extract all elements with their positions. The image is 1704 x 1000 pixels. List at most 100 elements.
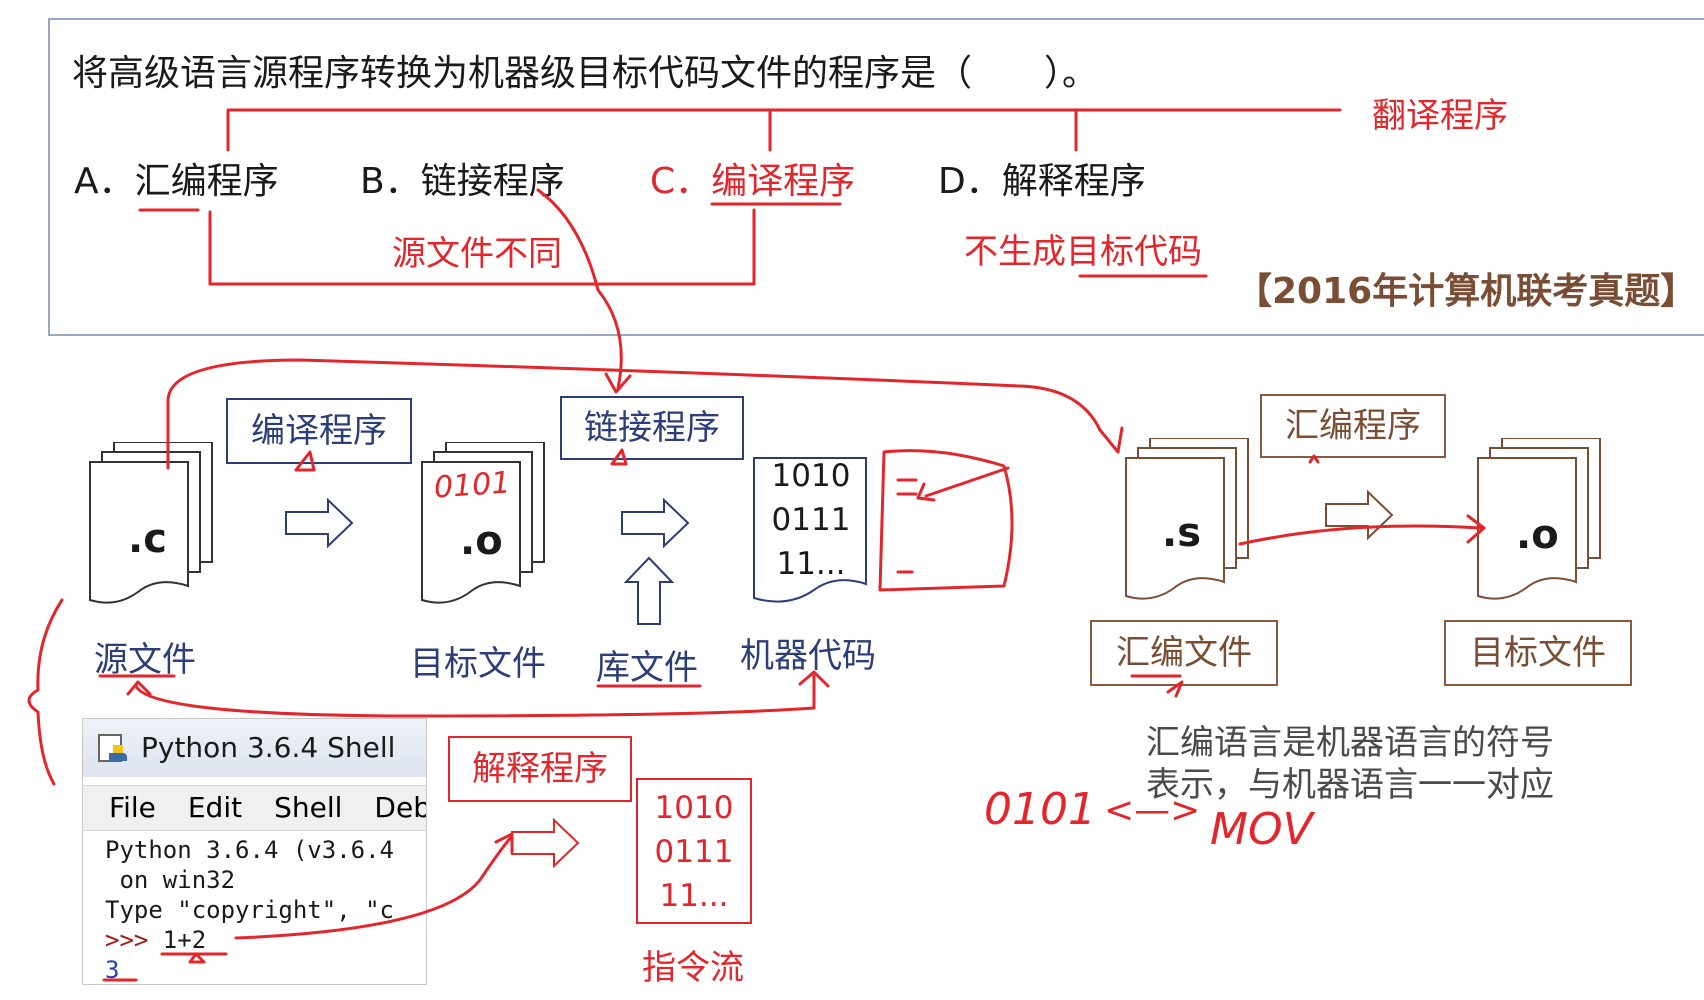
library-file-label: 库文件 bbox=[596, 648, 698, 688]
handwritten-equiv-arrow: <—> bbox=[1104, 790, 1201, 831]
machine-code-pointer-head bbox=[916, 482, 936, 502]
machine-code-line-2: 0111 bbox=[771, 502, 851, 538]
python-idle-icon bbox=[98, 734, 127, 762]
loop-source-head bbox=[126, 680, 152, 696]
linker-box: 链接程序 bbox=[560, 396, 744, 460]
assembly-note-line-2: 表示，与机器语言一一对应 bbox=[1146, 765, 1554, 805]
arrow-b-to-linker bbox=[536, 188, 623, 390]
option-a-label: 汇编程序 bbox=[134, 161, 279, 202]
bracket-a-c bbox=[208, 208, 756, 286]
translator-bracket bbox=[226, 108, 1342, 152]
compile-arrow-icon bbox=[285, 498, 354, 548]
compiler-box: 编译程序 bbox=[226, 398, 412, 464]
option-d: D．解释程序 bbox=[938, 152, 1146, 204]
instruction-stream-label: 指令流 bbox=[642, 948, 744, 988]
asm-file-icon bbox=[1125, 438, 1249, 600]
machine-code-line-3: 11... bbox=[776, 546, 846, 582]
shell-prompt-line: >>> 1+2 bbox=[105, 925, 426, 955]
arrow-shell-head bbox=[494, 832, 514, 854]
option-b-label: 链接程序 bbox=[420, 161, 565, 202]
source-file-label: 源文件 bbox=[94, 640, 196, 680]
mark-assembler bbox=[1308, 454, 1320, 464]
shell-menubar: File Edit Shell Debu bbox=[83, 785, 426, 831]
python-shell-window: Python 3.6.4 Shell File Edit Shell Debu Pyt… bbox=[82, 718, 427, 985]
arrow-asm-head bbox=[1466, 514, 1486, 544]
left-brace bbox=[27, 598, 64, 786]
no-target-code-annotation: 不生成目标代码 bbox=[964, 232, 1202, 272]
menu-file[interactable]: File bbox=[109, 791, 156, 824]
option-d-label: 解释程序 bbox=[1001, 161, 1146, 202]
menu-shell[interactable]: Shell bbox=[274, 791, 343, 824]
linker-label: 链接程序 bbox=[584, 408, 720, 448]
mark-linker bbox=[610, 448, 628, 466]
mark-input bbox=[188, 952, 206, 964]
option-c: C．编译程序 bbox=[650, 152, 855, 204]
asm-file-label: 汇编文件 bbox=[1116, 633, 1252, 673]
arrow-asm-to-object bbox=[1238, 524, 1482, 546]
source-file-ext: .c bbox=[128, 516, 167, 562]
asm-object-file-icon bbox=[1477, 438, 1601, 600]
asm-object-file-ext: .o bbox=[1516, 512, 1559, 558]
machine-code-label: 机器代码 bbox=[740, 636, 876, 676]
option-d-letter: D． bbox=[938, 161, 1002, 202]
object-file-icon bbox=[421, 442, 545, 604]
interpret-binary-line-1: 1010 bbox=[654, 790, 734, 826]
option-a-letter: A． bbox=[74, 161, 135, 202]
shell-input: 1+2 bbox=[162, 926, 207, 954]
arrow-shell-to-interpreter bbox=[234, 834, 514, 940]
machine-code-doc-icon bbox=[753, 457, 867, 603]
asm-file-box: 汇编文件 bbox=[1090, 620, 1278, 686]
handwritten-0101: 0101 bbox=[984, 784, 1096, 835]
arc-source-head bbox=[1098, 426, 1124, 454]
interpret-binary-line-3: 11... bbox=[659, 878, 729, 914]
question-text: 将高级语言源程序转换为机器级目标代码文件的程序是（ ）。 bbox=[72, 53, 1099, 94]
interpreter-box: 解释程序 bbox=[448, 736, 632, 802]
interpret-arrow-icon bbox=[511, 818, 580, 868]
interpreter-label: 解释程序 bbox=[472, 749, 608, 789]
handwritten-mov: MOV bbox=[1210, 804, 1313, 855]
machine-code-bracket bbox=[878, 449, 1014, 592]
object-file-ext: .o bbox=[460, 518, 503, 564]
mark-asm bbox=[1166, 680, 1184, 698]
source-file-icon bbox=[89, 442, 213, 604]
machine-code-line-1: 1010 bbox=[771, 458, 851, 494]
menu-debug[interactable]: Debu bbox=[374, 791, 426, 824]
exam-source: 【2016年计算机联考真题】 bbox=[1236, 271, 1697, 312]
asm-file-ext: .s bbox=[1162, 510, 1202, 556]
shell-title: Python 3.6.4 Shell bbox=[141, 731, 396, 764]
library-arrow-icon bbox=[624, 556, 674, 625]
arc-source-to-asm bbox=[166, 358, 1102, 470]
compiler-label: 编译程序 bbox=[251, 411, 387, 451]
asm-object-file-label: 目标文件 bbox=[1470, 633, 1606, 673]
asm-object-file-box: 目标文件 bbox=[1444, 620, 1632, 686]
machine-code-binary: 1010 0111 11... bbox=[752, 454, 870, 586]
interpret-binary-line-2: 0111 bbox=[654, 834, 734, 870]
shell-titlebar: Python 3.6.4 Shell bbox=[83, 719, 426, 777]
assembly-note-line-1: 汇编语言是机器语言的符号 bbox=[1146, 723, 1554, 763]
link-arrow-icon bbox=[621, 498, 690, 548]
arrow-b-head bbox=[604, 372, 632, 394]
loop-machine-head bbox=[798, 670, 830, 688]
different-source-annotation: 源文件不同 bbox=[392, 234, 562, 274]
loop-source-machine bbox=[134, 674, 816, 718]
question-box bbox=[48, 18, 1704, 336]
menu-edit[interactable]: Edit bbox=[187, 791, 243, 824]
option-a: A．汇编程序 bbox=[74, 152, 279, 204]
option-b-letter: B． bbox=[360, 161, 421, 202]
assembler-box: 汇编程序 bbox=[1260, 394, 1446, 458]
object-file-label: 目标文件 bbox=[410, 644, 546, 684]
option-c-label: 编译程序 bbox=[711, 161, 856, 202]
option-c-letter: C． bbox=[650, 161, 712, 202]
shell-line-2: on win32 bbox=[105, 866, 236, 894]
shell-prompt: >>> bbox=[105, 926, 163, 954]
machine-code-pointer bbox=[924, 466, 1010, 498]
mark-compiler bbox=[294, 450, 316, 472]
translator-annotation: 翻译程序 bbox=[1372, 96, 1508, 136]
instruction-stream-box: 1010 0111 11... bbox=[636, 778, 752, 924]
shell-line-3: Type "copyright", "c bbox=[105, 896, 394, 924]
shell-result: 3 bbox=[105, 956, 120, 984]
option-b: B．链接程序 bbox=[360, 152, 565, 204]
assembler-label: 汇编程序 bbox=[1285, 406, 1421, 446]
